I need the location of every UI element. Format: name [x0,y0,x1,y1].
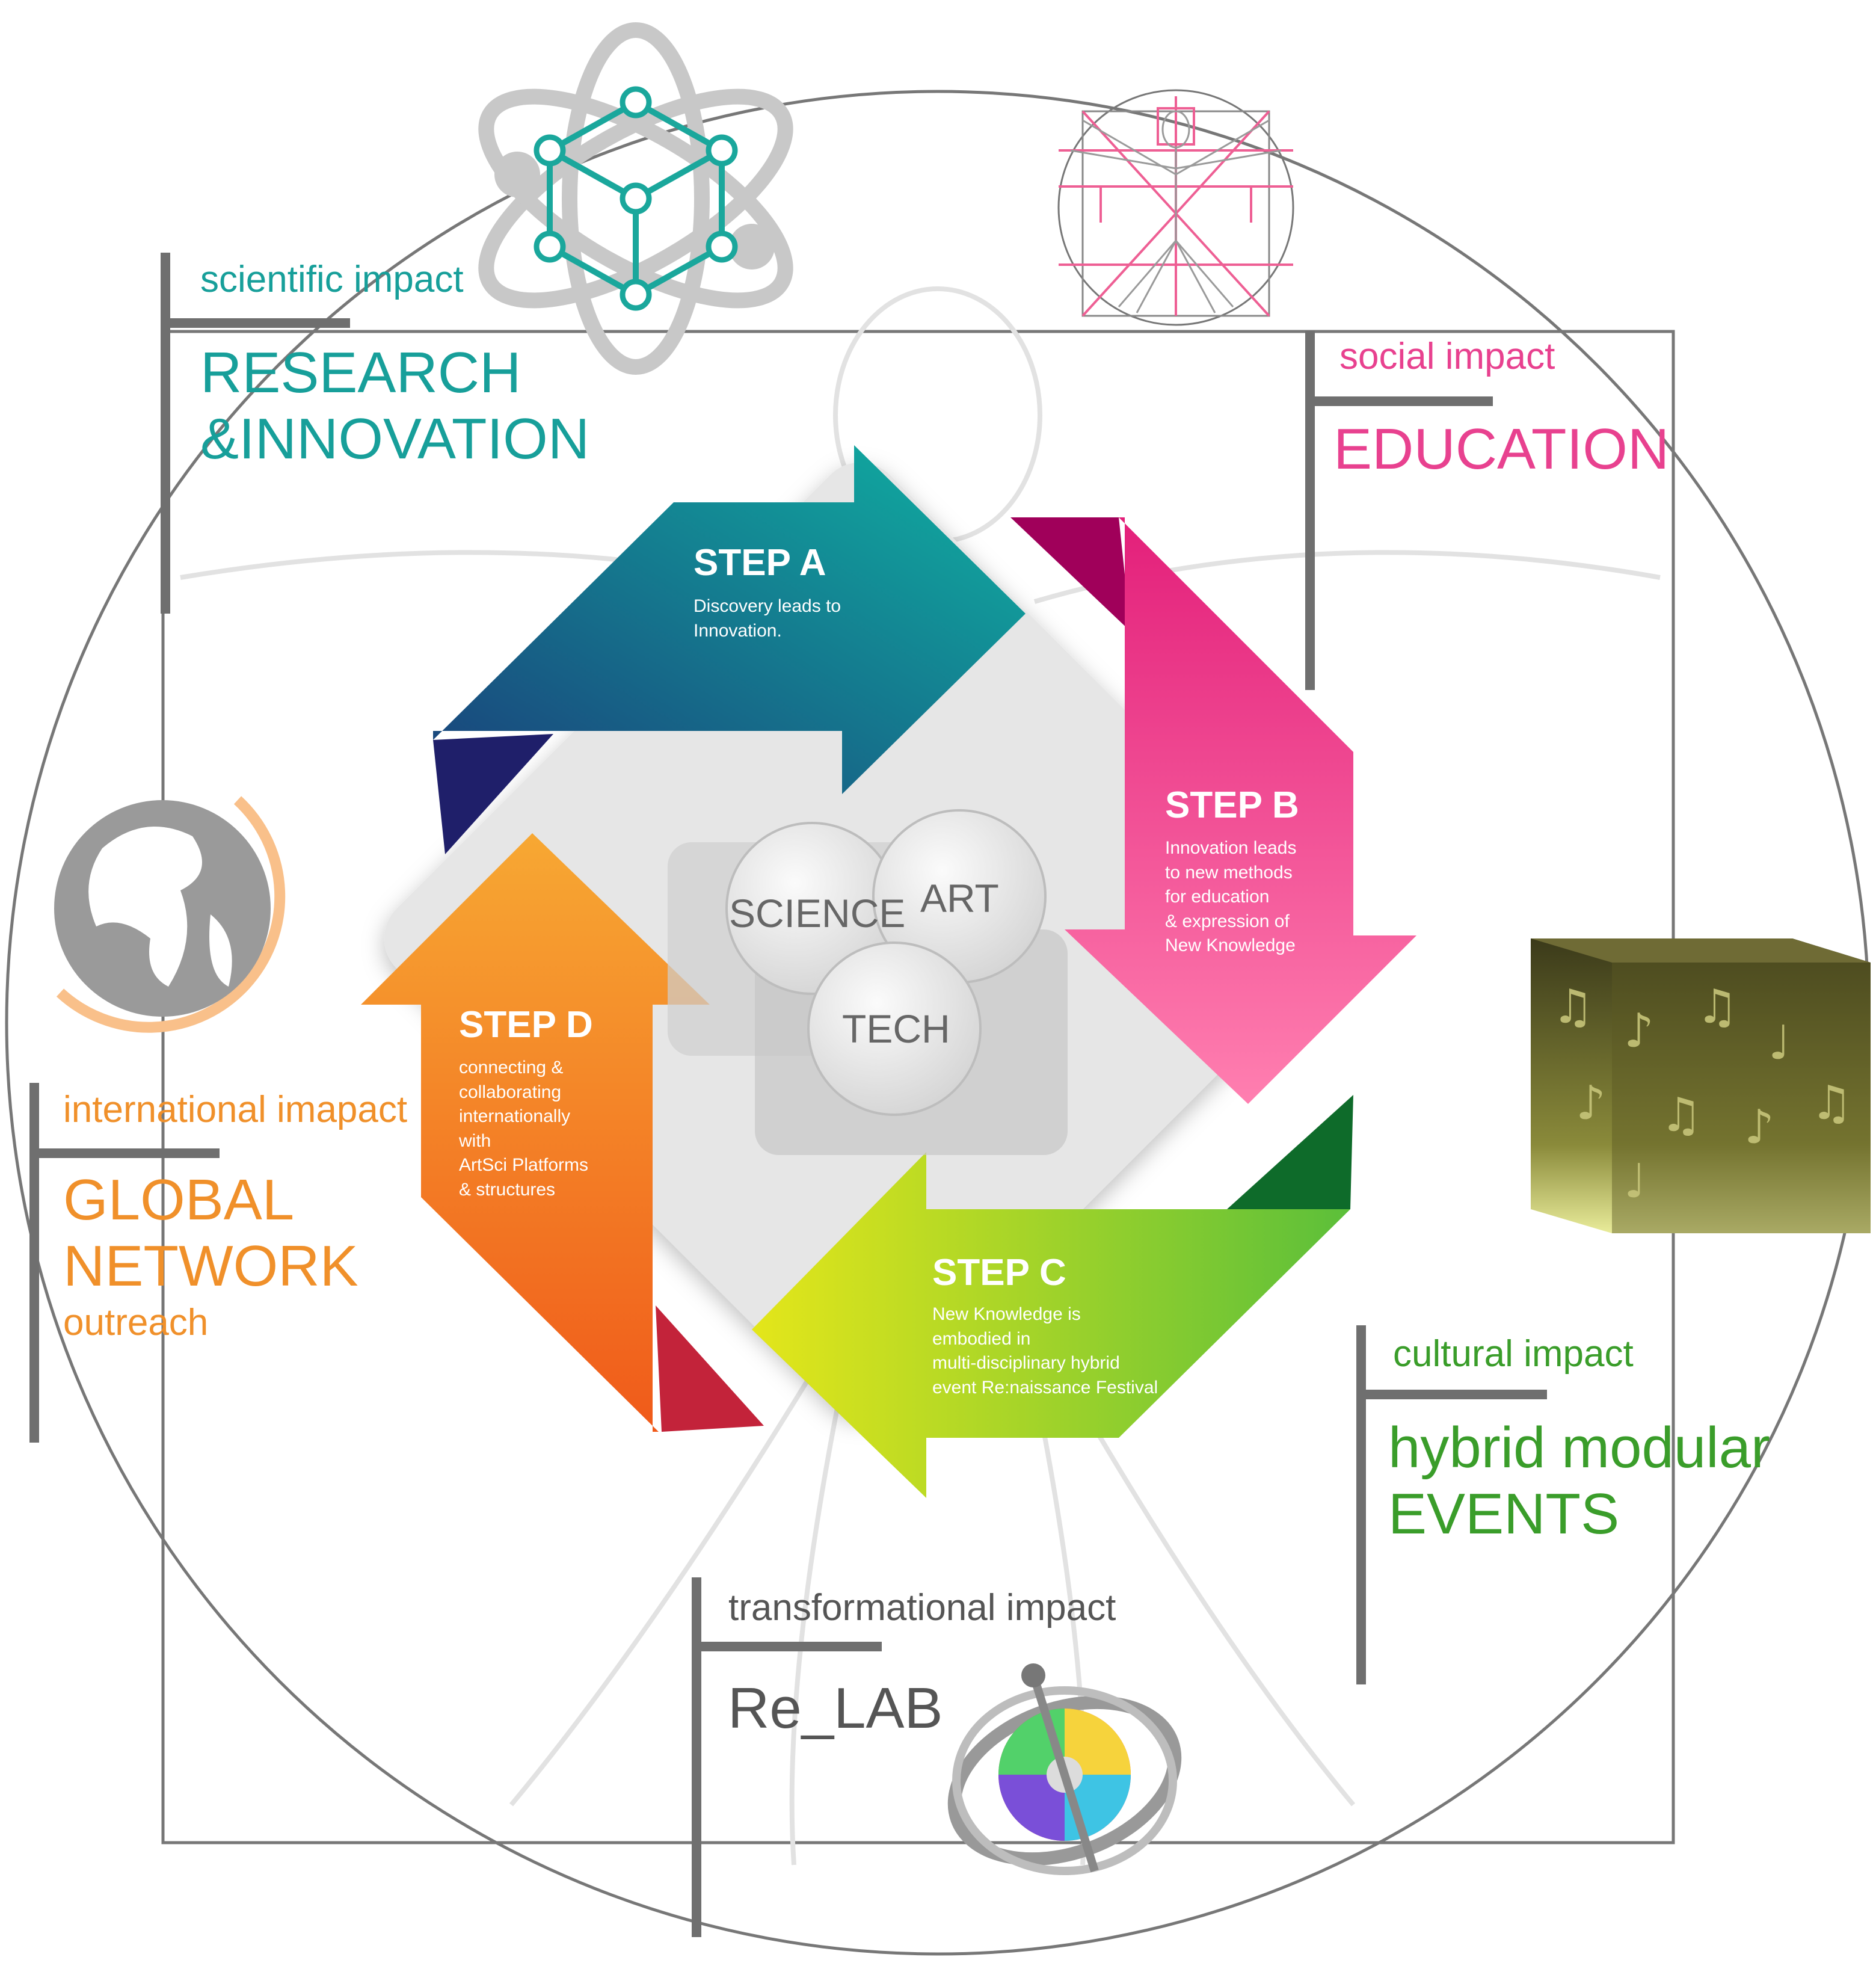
venn-tech-label: TECH [842,1006,950,1051]
vitruvian-man-icon [1057,89,1294,326]
svg-text:♩: ♩ [1624,1154,1646,1209]
step-a-desc: Discovery leads to Innovation. [694,596,841,641]
venn-tech-circle [807,941,982,1116]
step-c-arrow [752,1152,1350,1498]
svg-text:♩: ♩ [1768,1016,1791,1070]
venn-diagram [668,809,1068,1155]
education-title: EDUCATION [1333,417,1670,481]
step-d-desc: connecting & collaborating international… [459,1058,589,1200]
step-c-desc: New Knowledge is embodied in multi-disci… [932,1304,1158,1397]
research-innovation-title-2: &INNOVATION [200,407,590,471]
step-c-title: STEP C [932,1252,1066,1293]
globe-icon [54,796,286,1033]
step-b-desc: Innovation leads to new methods for educ… [1165,838,1297,955]
impact-brackets [29,253,1547,1937]
gyroscope-color-wheel-icon [947,1663,1182,1875]
cultural-impact-label: cultural impact [1393,1333,1634,1375]
venn-science-label: SCIENCE [729,891,906,935]
fold-d [656,1305,764,1432]
hybrid-modular-title: hybrid modular [1388,1416,1770,1480]
svg-text:♫: ♫ [1810,1076,1853,1130]
events-title: EVENTS [1388,1482,1620,1546]
research-innovation-title-1: RESEARCH [200,340,521,405]
network-title: NETWORK [63,1234,358,1298]
svg-text:♪: ♪ [1576,1076,1606,1130]
scientific-impact-label: scientific impact [200,259,464,300]
svg-text:♪: ♪ [1744,1100,1774,1154]
international-impact-label: international imapact [63,1089,408,1130]
outreach-label: outreach [63,1302,209,1343]
atom-cube-icon [478,22,793,375]
step-d-title: STEP D [459,1004,593,1046]
step-a-title: STEP A [694,542,826,584]
global-title: GLOBAL [63,1168,295,1232]
step-d-arrow [361,833,710,1432]
fold-a [433,734,553,854]
svg-text:♫: ♫ [1660,1088,1702,1142]
fold-c [1227,1095,1353,1209]
svg-text:♫: ♫ [1696,980,1738,1034]
step-b-arrow [1065,517,1416,1104]
relab-title: Re_LAB [728,1676,943,1740]
svg-text:♪: ♪ [1624,1004,1654,1058]
social-impact-label: social impact [1339,336,1555,377]
svg-text:♫: ♫ [1552,980,1594,1034]
step-a-arrow [433,445,1026,794]
transformational-impact-label: transformational impact [728,1587,1116,1629]
venn-art-label: ART [920,876,999,920]
music-cube-icon: ♫♪♫ ♩♪♫ ♪♫♩ [1531,938,1871,1233]
step-b-title: STEP B [1165,784,1299,826]
fold-b [1010,517,1131,632]
